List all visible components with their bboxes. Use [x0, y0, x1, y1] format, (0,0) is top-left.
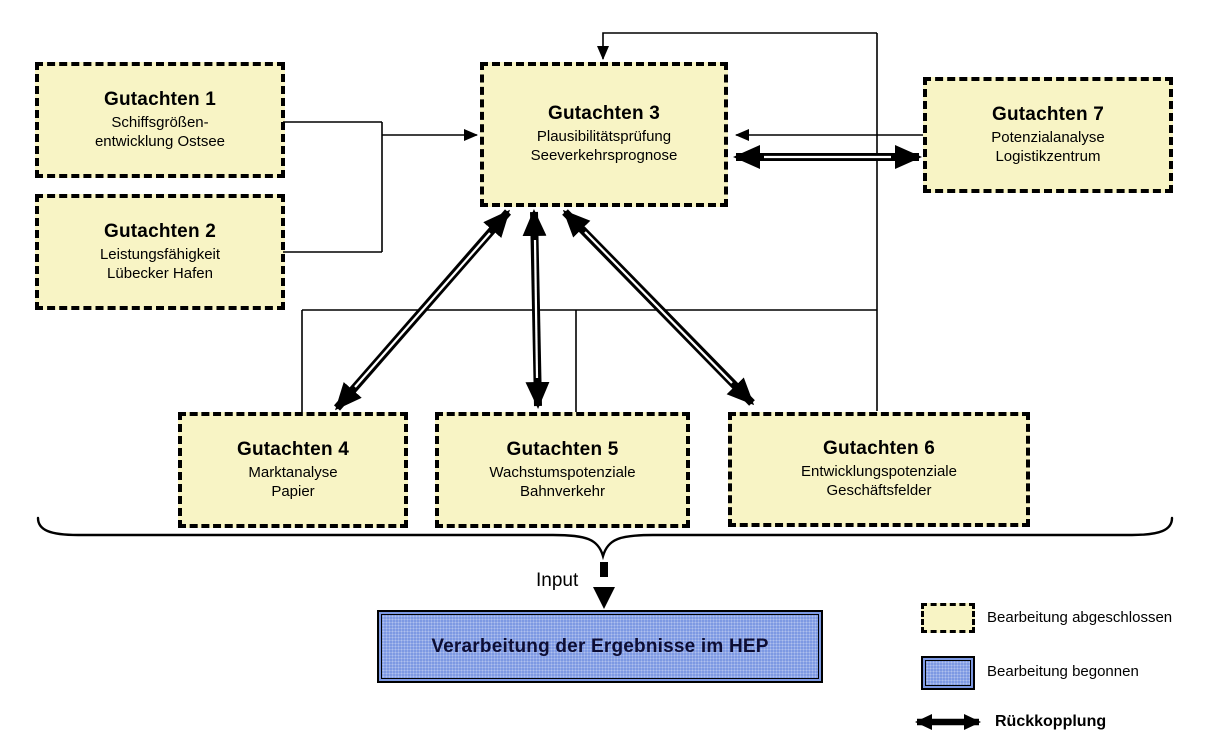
- legend-feedback-label: Rückkopplung: [995, 713, 1107, 730]
- feedback-arrow-g3-g6: [562, 209, 755, 406]
- feedback-arrow-g3-g4: [333, 209, 512, 411]
- box-gutachten-1-sub-line2: entwicklung Ostsee: [94, 132, 226, 150]
- box-gutachten-5-title: Gutachten 5: [506, 438, 619, 460]
- box-gutachten-5-sub-line2: Bahnverkehr: [519, 482, 606, 500]
- box-gutachten-6-sub-line1: Entwicklungspotenziale: [801, 463, 957, 481]
- box-gutachten-7-sub-line2: Logistikzentrum: [995, 147, 1101, 165]
- feedback-arrow-g3-g5: [522, 209, 550, 409]
- box-gutachten-3: Gutachten 3 Plausibilitätsprüfung Seever…: [480, 62, 728, 207]
- box-gutachten-1-subtitle: Schiffsgrößen- entwicklung Ostsee: [95, 114, 225, 152]
- feedback-arrow-g3-g6-core: [584, 231, 733, 384]
- process-box: Verarbeitung der Ergebnisse im HEP: [377, 610, 823, 683]
- box-gutachten-2-sub-line2: Lübecker Hafen: [107, 264, 213, 282]
- legend-started-swatch-inner: [925, 660, 971, 686]
- box-gutachten-7-title: Gutachten 7: [992, 103, 1104, 125]
- process-box-inner: Verarbeitung der Ergebnisse im HEP: [381, 614, 819, 679]
- box-gutachten-4-title: Gutachten 4: [237, 438, 349, 460]
- box-gutachten-3-sub-line2: Seeverkehrsprognose: [530, 147, 678, 164]
- feedback-arrow-g3-g4-core: [354, 232, 491, 388]
- box-gutachten-7: Gutachten 7 Potenzialanalyse Logistikzen…: [923, 77, 1173, 193]
- box-gutachten-7-subtitle: Potenzialanalyse Logistikzentrum: [991, 129, 1104, 167]
- feedback-arrow-g3-g5-core: [533, 239, 539, 379]
- box-gutachten-1: Gutachten 1 Schiffsgrößen- entwicklung O…: [35, 62, 285, 178]
- box-gutachten-7-sub-line1: Potenzialanalyse: [991, 128, 1105, 146]
- box-gutachten-3-subtitle: Plausibilitätsprüfung Seeverkehrsprognos…: [531, 128, 678, 166]
- box-gutachten-6-title: Gutachten 6: [823, 438, 935, 460]
- legend-completed-label: Bearbeitung abgeschlossen: [987, 609, 1173, 626]
- box-gutachten-2: Gutachten 2 Leistungsfähigkeit Lübecker …: [35, 194, 285, 310]
- box-gutachten-4-sub-line2: Papier: [271, 482, 315, 500]
- box-gutachten-3-sub-line1: Plausibilitätsprüfung: [536, 128, 672, 146]
- box-gutachten-5-subtitle: Wachstumspotenziale Bahnverkehr: [489, 464, 635, 502]
- box-gutachten-4: Gutachten 4 Marktanalyse Papier: [178, 412, 408, 528]
- box-gutachten-6: Gutachten 6 Entwicklungspotenziale Gesch…: [728, 412, 1030, 527]
- arrow-feedback-to-g3-top: [597, 32, 877, 60]
- legend-completed-swatch: [921, 603, 975, 633]
- box-gutachten-5: Gutachten 5 Wachstumspotenziale Bahnverk…: [435, 412, 690, 528]
- box-gutachten-2-subtitle: Leistungsfähigkeit Lübecker Hafen: [100, 246, 220, 284]
- box-gutachten-2-sub-line1: Leistungsfähigkeit: [99, 245, 221, 263]
- box-gutachten-1-title: Gutachten 1: [104, 88, 216, 110]
- box-gutachten-4-subtitle: Marktanalyse Papier: [248, 464, 337, 502]
- input-arrow: [593, 562, 615, 609]
- box-gutachten-5-sub-line1: Wachstumspotenziale: [489, 463, 636, 481]
- box-gutachten-3-title: Gutachten 3: [548, 103, 660, 125]
- input-label: Input: [536, 570, 579, 591]
- input-arrow-head: [593, 587, 615, 609]
- legend-started-swatch: [921, 656, 975, 690]
- box-gutachten-2-title: Gutachten 2: [104, 220, 216, 242]
- box-gutachten-6-subtitle: Entwicklungspotenziale Geschäftsfelder: [801, 463, 957, 501]
- box-gutachten-4-sub-line1: Marktanalyse: [248, 463, 338, 481]
- legend-started-label: Bearbeitung begonnen: [987, 663, 1139, 680]
- box-gutachten-6-sub-line2: Geschäftsfelder: [826, 482, 932, 499]
- box-gutachten-1-sub-line1: Schiffsgrößen-: [111, 113, 209, 131]
- process-box-label: Verarbeitung der Ergebnisse im HEP: [431, 635, 769, 657]
